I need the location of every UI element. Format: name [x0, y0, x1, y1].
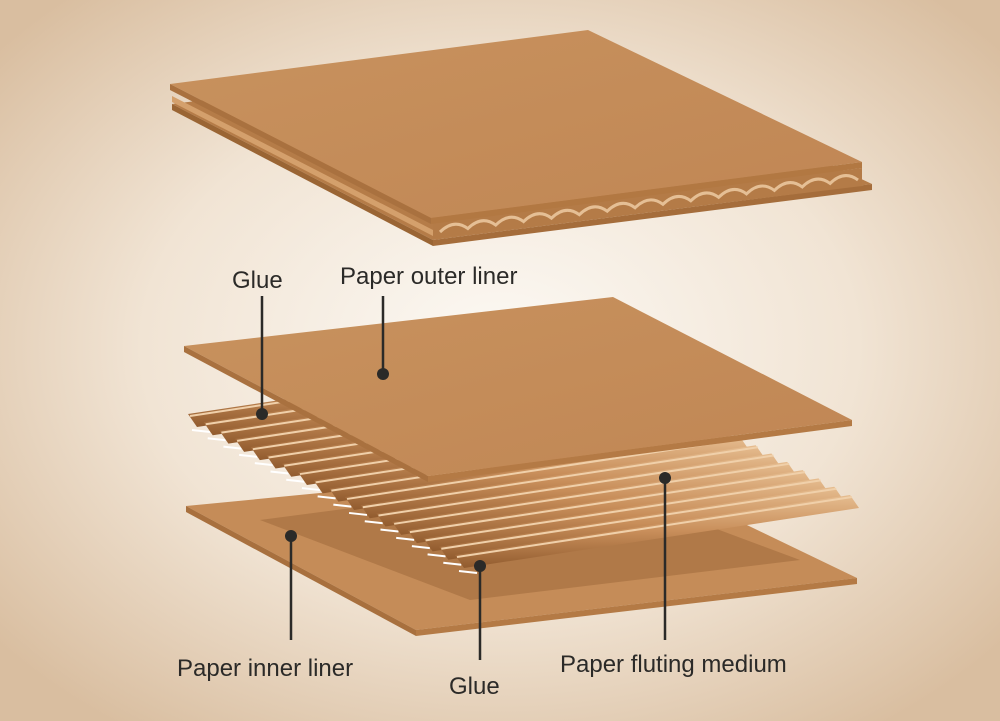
outer-liner-face [184, 297, 852, 476]
assembled-flute-band [433, 168, 862, 238]
flute-highlight [394, 462, 790, 525]
outer-liner-left-edge [184, 346, 428, 482]
flute-ridge [376, 453, 781, 527]
label-inner-liner: Paper inner liner [177, 655, 353, 682]
label-glue-bottom: Glue [449, 673, 500, 700]
glue-line [333, 503, 352, 508]
outer-liner-sheet [184, 297, 852, 482]
glue-line [348, 511, 368, 516]
flute-highlight [456, 496, 853, 558]
flute-ridge [345, 436, 750, 510]
assembled-bottom-liner-edge [172, 104, 433, 246]
glue-line [396, 536, 415, 541]
flute-highlight [378, 454, 774, 517]
flute-ridge [455, 495, 859, 568]
glue-line [191, 429, 211, 433]
assembled-bottom-liner-front-edge [433, 184, 872, 246]
assembled-top-liner [170, 30, 862, 218]
callout-dot-fluting [659, 472, 671, 484]
glue-line [380, 528, 399, 533]
flute-ridge [407, 470, 812, 544]
glue-line [458, 570, 478, 574]
glue-line [427, 553, 446, 558]
flute-highlight [441, 487, 837, 550]
assembled-side-layer [172, 96, 433, 236]
assembled-top-liner-left-edge [170, 84, 431, 224]
inner-liner-front-edge [416, 578, 857, 636]
inner-liner-edge [186, 506, 416, 636]
flute-ridge [360, 445, 765, 519]
flute-highlight [425, 479, 821, 542]
flute-ridge [439, 486, 844, 560]
glue-line [317, 495, 336, 500]
flute-ridge [392, 461, 797, 535]
glue-line [223, 445, 242, 450]
assembled-top-liner-front-edge [431, 162, 862, 224]
callout-dot-glue-top [256, 408, 268, 420]
callout-dot-glue-bottom [474, 560, 486, 572]
glue-line [301, 487, 321, 492]
glue-line [443, 561, 462, 566]
glue-line [254, 462, 273, 467]
glue-line [411, 545, 430, 550]
outer-liner-front-edge [428, 420, 852, 482]
callout-dot-outer-liner [377, 368, 389, 380]
glue-line [286, 478, 305, 483]
glue-line [364, 520, 383, 525]
callout-dot-inner-liner [285, 530, 297, 542]
flute-highlight [362, 446, 758, 509]
label-fluting-medium: Paper fluting medium [560, 651, 787, 678]
label-outer-liner: Paper outer liner [340, 263, 517, 290]
flute-ridge [423, 478, 828, 552]
callout-dots [256, 368, 671, 572]
label-glue-top: Glue [232, 267, 283, 294]
flute-highlight [409, 471, 806, 534]
callouts [260, 296, 667, 660]
assembled-board [170, 30, 872, 246]
glue-line [239, 453, 258, 458]
glue-line [207, 437, 226, 442]
glue-line [270, 470, 289, 475]
assembled-flute-wave [438, 174, 859, 234]
